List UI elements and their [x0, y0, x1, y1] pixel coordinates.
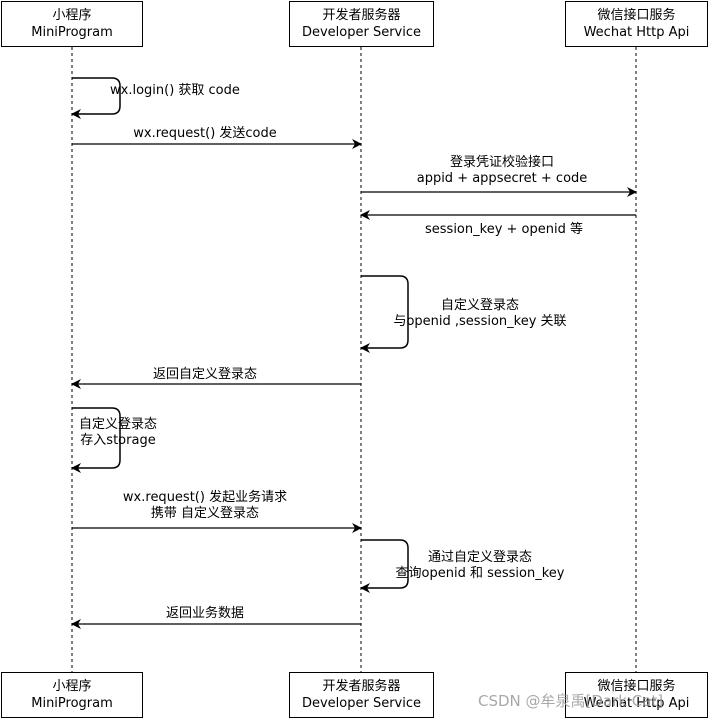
participant-name-en: Developer Service: [301, 25, 422, 40]
participant-name-cn: 开发者服务器: [322, 679, 401, 694]
watermark-text: CSDN @牟泉禹[Dark Cat]: [478, 692, 664, 710]
participant-name-en: Wechat Http Api: [583, 696, 690, 711]
message-label-m2: wx.request() 发送code: [133, 126, 277, 142]
message-label-m10: 返回业务数据: [165, 606, 245, 622]
participant-name-cn: 微信接口服务: [597, 8, 676, 23]
message-label-m8: wx.request() 发起业务请求 携带 自定义登录态: [122, 490, 288, 522]
message-label-m1: wx.login() 获取 code: [110, 83, 240, 98]
participant-miniprogram-bottom: 小程序 MiniProgram: [1, 672, 143, 718]
message-label-m5: 自定义登录态 与openid ,session_key 关联: [393, 298, 567, 329]
arrow-m9-self: [360, 539, 409, 593]
arrow-m5-self: [360, 275, 409, 353]
arrow-m7-self: [71, 407, 121, 473]
participant-wechat-bottom: 微信接口服务 Wechat Http Api: [565, 672, 708, 718]
message-label-m3: 登录凭证校验接口 appid + appsecret + code: [416, 155, 588, 187]
participant-developer-top: 开发者服务器 Developer Service: [289, 1, 434, 47]
arrow-m1-self: [71, 77, 121, 119]
participant-developer-bottom: 开发者服务器 Developer Service: [289, 672, 434, 718]
participant-name-en: MiniProgram: [31, 696, 113, 711]
message-label-m4: session_key + openid 等: [425, 222, 583, 238]
participant-name-cn: 开发者服务器: [322, 8, 401, 23]
participant-miniprogram-top: 小程序 MiniProgram: [1, 1, 143, 47]
participant-wechat-top: 微信接口服务 Wechat Http Api: [565, 1, 708, 47]
message-label-m7: 自定义登录态 存入storage: [78, 417, 158, 448]
message-label-m6: 返回自定义登录态: [152, 367, 258, 383]
participant-name-en: Wechat Http Api: [583, 25, 690, 40]
participant-name-cn: 小程序: [52, 679, 92, 694]
participant-name-en: Developer Service: [301, 696, 422, 711]
message-label-m9: 通过自定义登录态 查询openid 和 session_key: [395, 550, 565, 581]
participant-name-en: MiniProgram: [31, 25, 113, 40]
participant-name-cn: 微信接口服务: [597, 679, 676, 694]
participant-name-cn: 小程序: [52, 8, 92, 23]
